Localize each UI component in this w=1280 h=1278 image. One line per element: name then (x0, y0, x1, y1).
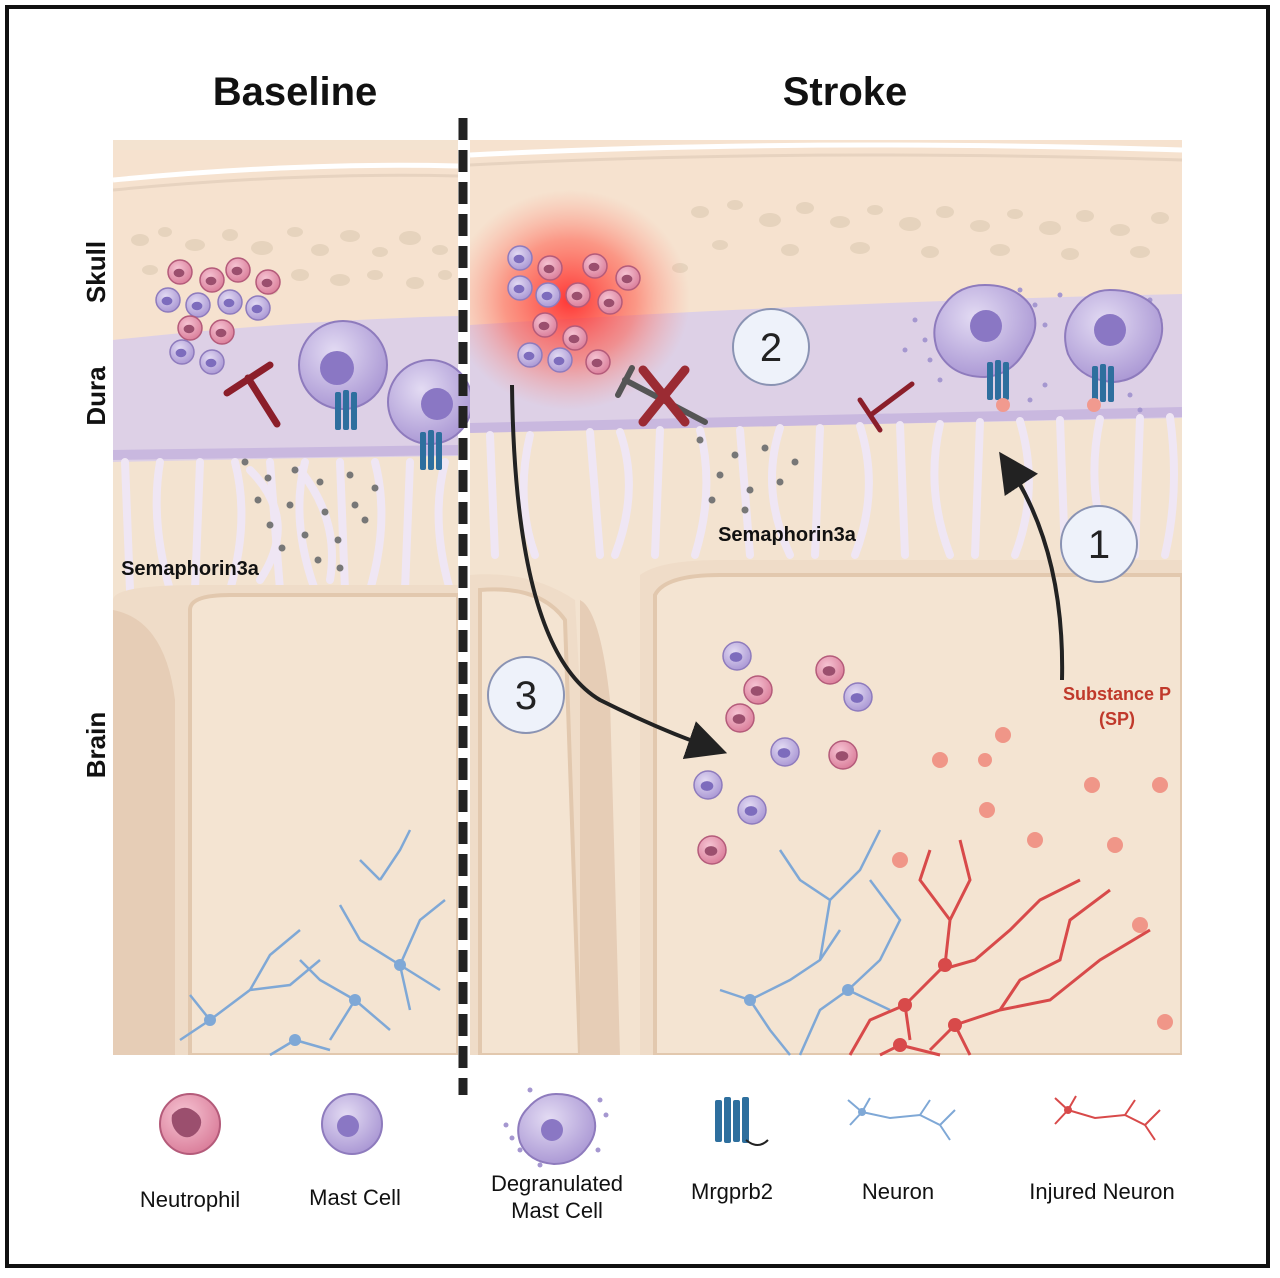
legend-label-neuron: Neuron (862, 1179, 934, 1204)
substance-p-label-line1: Substance P (1063, 684, 1171, 704)
arachnoid-trabeculae (121, 458, 454, 594)
stroke-inhibition-symbol (857, 381, 915, 433)
baseline-neuron-somas (204, 959, 406, 1046)
leukocyte (217, 289, 243, 315)
leukocyte (507, 245, 533, 271)
leukocyte (535, 282, 561, 308)
stroke-cell-cluster (507, 245, 641, 375)
neutrophil (615, 265, 641, 291)
mrgprb2-receptor (987, 360, 1114, 402)
arrow-step-1 (999, 451, 1065, 681)
blocked-inhibition-symbol (615, 365, 708, 427)
substance-p-label-line2: (SP) (1099, 709, 1135, 729)
step-3-label: 3 (515, 674, 537, 718)
stroke-title: Stroke (783, 70, 908, 114)
baseline-neutrophil-cluster (155, 257, 281, 375)
leukocyte (245, 295, 271, 321)
semaphorin-baseline-label: Semaphorin3a (121, 558, 260, 580)
neutrophil (582, 253, 608, 279)
legend-label-degranulated-line1: Degranulated (491, 1171, 623, 1196)
neutrophil (565, 282, 591, 308)
baseline-mast-cells (298, 320, 473, 470)
stroke-healthy-neuron-somas (744, 984, 854, 1006)
neutrophil (815, 655, 845, 685)
leukocyte (693, 770, 723, 800)
neutrophil (167, 259, 193, 285)
legend-label-degranulated-line2: Mast Cell (511, 1198, 603, 1223)
mast-cell-icon (321, 1093, 383, 1155)
leukocyte (547, 347, 573, 373)
legend-label-neutrophil: Neutrophil (140, 1187, 240, 1212)
neutrophil (743, 675, 773, 705)
semaphorin-stroke-label: Semaphorin3a (718, 524, 857, 546)
neutrophil (255, 269, 281, 295)
arrow-step-3 (510, 384, 728, 760)
legend-label-injured-neuron: Injured Neuron (1029, 1179, 1175, 1204)
step-1-badge: 1 (1060, 505, 1138, 583)
substance-p-particles (892, 727, 1173, 1030)
legend-label-mast-cell: Mast Cell (309, 1185, 401, 1210)
figure-frame (5, 5, 1270, 1268)
step-3-badge: 3 (487, 656, 565, 734)
neutrophil (532, 312, 558, 338)
injured-neuron-icon-soma (1064, 1106, 1072, 1114)
neutrophil (597, 289, 623, 315)
legend: Neutrophil Mast Cell Degranulated Mast C… (140, 1087, 1175, 1223)
leukocyte (507, 275, 533, 301)
leukocyte (155, 287, 181, 313)
substance-p-bound (996, 398, 1101, 412)
baseline-neurons (179, 829, 446, 1057)
step-1-label: 1 (1088, 523, 1110, 567)
dura-layer-label: Dura (81, 366, 111, 426)
neutrophil (585, 349, 611, 375)
neutrophil (828, 740, 858, 770)
arachnoid-trabeculae (486, 413, 1178, 559)
baseline-title: Baseline (213, 70, 378, 114)
skull-layer-label: Skull (81, 241, 111, 303)
leukocyte (843, 682, 873, 712)
semaphorin-particles (241, 458, 379, 572)
leukocyte (517, 342, 543, 368)
baseline-inhibition-symbol (223, 361, 281, 428)
step-2-label: 2 (760, 326, 782, 370)
injured-neuron-icon (1054, 1095, 1161, 1141)
semaphorin-particles (696, 436, 799, 514)
neutrophil (725, 703, 755, 733)
mrgprb2-receptor (335, 390, 442, 470)
neutrophil (209, 319, 235, 345)
neutrophil (562, 325, 588, 351)
neutrophil (199, 267, 225, 293)
leukocyte (722, 641, 752, 671)
leukocyte (770, 737, 800, 767)
recruited-leukocytes (693, 641, 873, 865)
neutrophil (697, 835, 727, 865)
legend-label-mrgprb2: Mrgprb2 (691, 1179, 773, 1204)
neutrophil-icon (159, 1093, 221, 1155)
stroke-degranulated-mast-cells (933, 283, 1164, 412)
stroke-injured-neuron-somas (893, 958, 962, 1052)
baseline-panel (113, 140, 458, 1055)
leukocyte (737, 795, 767, 825)
bone-marrow-cavities (672, 200, 1169, 273)
degranulated-mast-cell-icon (503, 1087, 609, 1168)
step-2-badge: 2 (732, 308, 810, 386)
neutrophil (537, 255, 563, 281)
neuron-icon (847, 1097, 956, 1141)
neutrophil (177, 315, 203, 341)
leukocyte (185, 292, 211, 318)
bone-marrow-cavities (131, 227, 452, 295)
neuron-icon-soma (858, 1108, 866, 1116)
brain-layer-label: Brain (81, 712, 111, 778)
mrgprb2-receptor-icon (715, 1097, 769, 1146)
leukocyte (199, 349, 225, 375)
neutrophil (225, 257, 251, 283)
leukocyte (169, 339, 195, 365)
